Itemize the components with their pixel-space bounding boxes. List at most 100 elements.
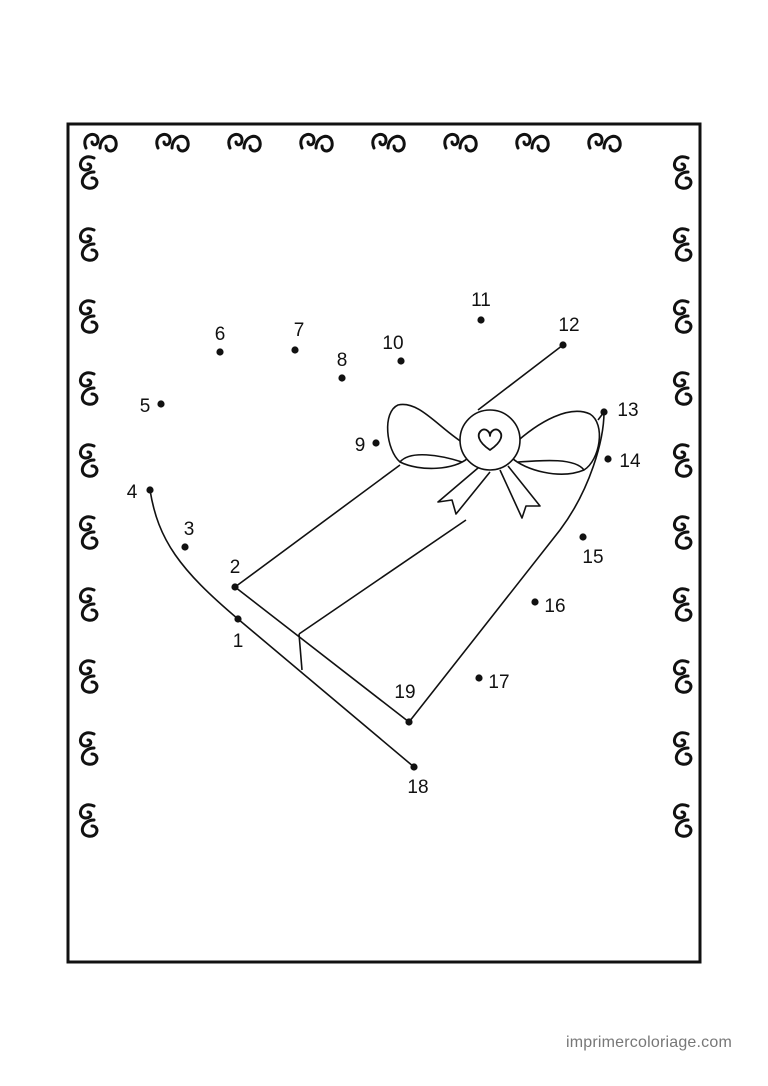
border-curl-ornament <box>227 132 262 153</box>
dot-number-label: 1 <box>233 631 244 652</box>
border-curl-ornament <box>672 227 693 262</box>
bow-knot <box>459 409 521 471</box>
border-curl-ornament <box>83 132 118 153</box>
dot-number-label: 14 <box>619 451 641 472</box>
dot-number-label: 17 <box>488 672 509 693</box>
bow-tail-right <box>499 465 541 519</box>
dot-marker <box>559 341 567 349</box>
dot-number-label: 11 <box>471 290 491 311</box>
bow-left-loop <box>386 403 469 470</box>
site-credit: imprimercoloriage.com <box>565 1034 732 1051</box>
dot-marker <box>372 439 380 447</box>
bow-left-fold <box>399 453 463 463</box>
decorative-border <box>78 132 693 838</box>
border-curl-ornament <box>515 132 550 153</box>
border-curl-ornament <box>78 587 99 622</box>
page-frame <box>66 122 702 964</box>
dot-9: 9 <box>355 435 380 456</box>
border-curl-ornament <box>672 659 693 694</box>
border-curl-ornament <box>672 731 693 766</box>
dot-number-label: 10 <box>382 333 403 354</box>
wrap-curve <box>149 489 239 620</box>
dot-number-label: 2 <box>230 557 241 578</box>
border-curl-ornament <box>587 132 622 153</box>
dot-1: 1 <box>233 615 244 652</box>
border-curl-ornament <box>78 155 99 190</box>
heart-icon <box>477 428 503 451</box>
border-curl-ornament <box>672 155 693 190</box>
border-curl-ornament <box>78 515 99 550</box>
dot-marker <box>157 400 165 408</box>
border-curl-ornament <box>78 659 99 694</box>
dot-11: 11 <box>471 290 491 324</box>
dot-16: 16 <box>531 596 566 617</box>
border-curl-ornament <box>672 299 693 334</box>
border-curl-ornament <box>78 803 99 838</box>
dot-marker <box>604 455 612 463</box>
dot-number-label: 8 <box>337 350 348 371</box>
border-curl-ornament <box>299 132 334 153</box>
dot-18: 18 <box>407 763 429 798</box>
dot-marker <box>477 316 485 324</box>
dot-number-label: 7 <box>294 320 305 341</box>
dot-marker <box>231 583 239 591</box>
dot-17: 17 <box>475 672 510 693</box>
box-inner-line <box>298 519 467 635</box>
dot-number-label: 3 <box>184 519 195 540</box>
bow-tail-left <box>437 467 491 515</box>
box-front-line <box>298 633 303 671</box>
dot-number-label: 19 <box>394 682 415 703</box>
box-top-edge <box>234 586 410 723</box>
dot-6: 6 <box>215 324 226 356</box>
dot-19: 19 <box>394 682 416 726</box>
dot-2: 2 <box>230 557 241 591</box>
box-edge-left <box>237 618 415 768</box>
dot-number-label: 13 <box>617 400 638 421</box>
dot-4: 4 <box>127 482 154 503</box>
dot-number-label: 18 <box>407 777 428 798</box>
dot-marker <box>216 348 224 356</box>
border-curl-ornament <box>78 371 99 406</box>
gift-drawing <box>149 344 605 768</box>
dot-number-label: 4 <box>127 482 138 503</box>
ribbon-long <box>477 344 564 411</box>
dot-marker <box>410 763 418 771</box>
dot-marker <box>579 533 587 541</box>
border-curl-ornament <box>78 443 99 478</box>
dot-marker <box>397 357 405 365</box>
dot-8: 8 <box>337 350 348 382</box>
border-curl-ornament <box>78 227 99 262</box>
dot-14: 14 <box>604 451 641 472</box>
dot-5: 5 <box>140 396 165 417</box>
dot-marker <box>146 486 154 494</box>
dot-15: 15 <box>579 533 604 568</box>
dot-number-label: 16 <box>544 596 565 617</box>
border-curl-ornament <box>155 132 190 153</box>
border-curl-ornament <box>371 132 406 153</box>
border-curl-ornament <box>78 299 99 334</box>
border-curl-ornament <box>78 731 99 766</box>
dot-number-label: 6 <box>215 324 226 345</box>
border-curl-ornament <box>672 803 693 838</box>
dot-10: 10 <box>382 333 405 365</box>
dot-13: 13 <box>600 400 639 421</box>
dot-number-label: 15 <box>582 547 603 568</box>
dot-marker <box>531 598 539 606</box>
dot-marker <box>291 346 299 354</box>
dot-marker <box>475 674 483 682</box>
border-curl-ornament <box>672 587 693 622</box>
dot-3: 3 <box>181 519 194 551</box>
dot-marker <box>234 615 242 623</box>
dot-7: 7 <box>291 320 304 354</box>
border-curl-ornament <box>672 515 693 550</box>
dot-marker <box>405 718 413 726</box>
dot-number-label: 5 <box>140 396 151 417</box>
border-curl-ornament <box>443 132 478 153</box>
dot-number-label: 9 <box>355 435 366 456</box>
dot-marker <box>181 543 189 551</box>
box-right-line <box>408 411 605 723</box>
dot-marker <box>338 374 346 382</box>
dot-12: 12 <box>558 315 580 349</box>
